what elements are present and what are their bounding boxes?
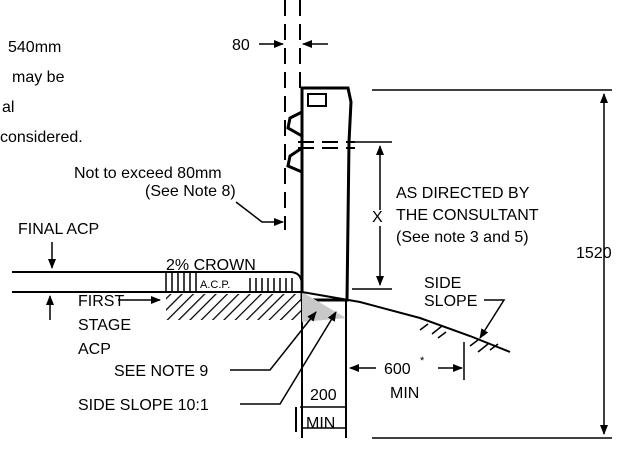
final-acp-hatching: [165, 272, 293, 292]
post-top-block: [307, 93, 327, 107]
note-line-1: 540mm: [8, 39, 61, 56]
see-note-9-label: SEE NOTE 9: [114, 363, 208, 380]
dim-200-min-label: MIN: [306, 415, 335, 432]
rail-upper-corrugation: [286, 110, 303, 138]
guardrail-post: [300, 86, 353, 302]
final-acp-label: FINAL ACP: [18, 221, 99, 238]
side-slope-ratio-label: SIDE SLOPE 10:1: [78, 397, 209, 414]
side-slope-line-1: SIDE: [424, 275, 461, 292]
dim-1520-label: 1520: [576, 245, 612, 262]
note-line-4: considered.: [0, 129, 83, 146]
see-note-9-leader: [230, 311, 317, 371]
note-line-2: may be: [12, 69, 65, 86]
first-stage-hatching: [166, 294, 302, 320]
not-exceed-label: Not to exceed 80mm: [74, 165, 222, 182]
not-exceed-leader: [235, 201, 284, 226]
dim-600-label: 600: [384, 361, 411, 378]
ground-side-slope: [301, 291, 511, 353]
first-stage-line-1: FIRST: [78, 293, 124, 310]
side-slope-leader: [479, 299, 506, 339]
dim-x-label: X: [372, 209, 383, 226]
as-directed-line-3: (See note 3 and 5): [396, 229, 529, 246]
ground-tick-marks: [419, 323, 499, 353]
first-stage-line-3: ACP: [78, 341, 111, 358]
dim-80-label: 80: [232, 37, 250, 54]
first-stage-line-2: STAGE: [78, 317, 131, 334]
side-slope-ratio-leader: [240, 311, 337, 405]
dim-200-label: 200: [310, 387, 337, 404]
as-directed-line-1: AS DIRECTED BY: [396, 185, 530, 202]
acp-label: A.C.P.: [200, 279, 230, 291]
dim-600-asterisk: *: [420, 355, 425, 367]
dim-600-min-label: MIN: [390, 385, 419, 402]
rail-lower-corrugation: [286, 146, 303, 174]
final-acp-rounded-edge: [289, 271, 303, 287]
side-slope-line-2: SLOPE: [424, 293, 477, 310]
see-note-8-label: (See Note 8): [145, 183, 236, 200]
note-line-3: al: [2, 99, 14, 116]
as-directed-line-2: THE CONSULTANT: [396, 207, 539, 224]
crown-label: 2% CROWN: [166, 257, 256, 274]
